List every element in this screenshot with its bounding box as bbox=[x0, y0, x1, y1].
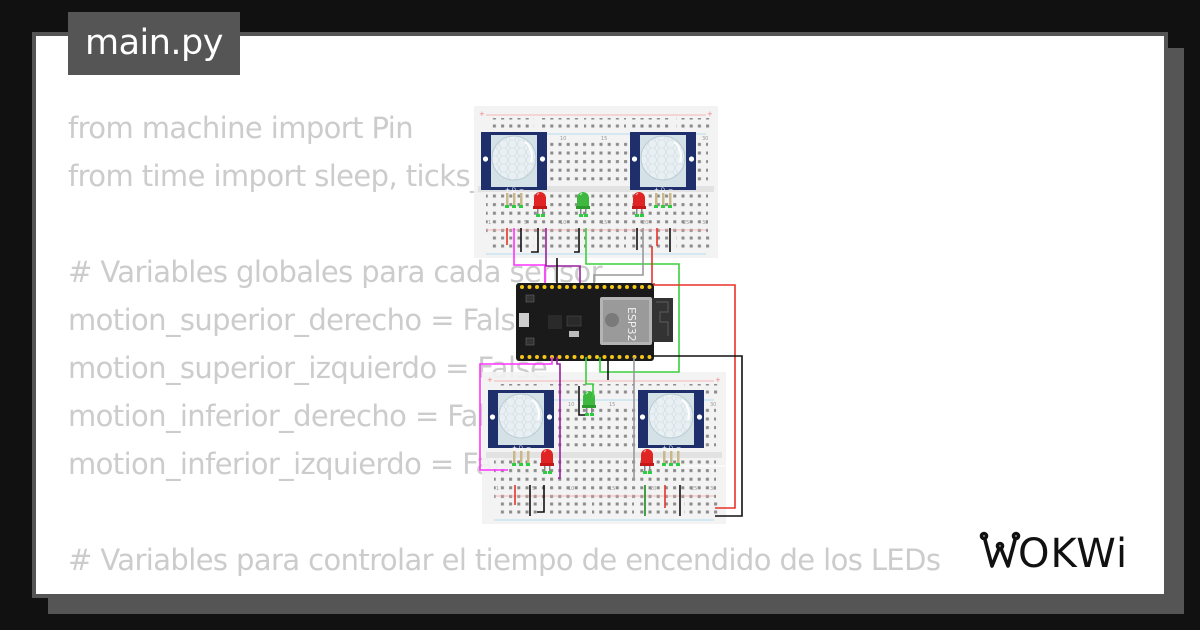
wokwi-logo: OKWi bbox=[979, 531, 1128, 576]
wokwi-logo-text: OKWi bbox=[1018, 531, 1128, 576]
code-line: motion_inferior_derecho = False bbox=[68, 399, 518, 433]
code-line: # Variables globales para cada sensor bbox=[68, 255, 603, 289]
esp32-label: ESP32 bbox=[625, 307, 638, 342]
code-line: from machine import Pin bbox=[68, 111, 414, 145]
esp32-board: ESP32 bbox=[516, 283, 673, 361]
code-line: led_superior_derecho_time = 0 bbox=[68, 584, 940, 594]
file-name-tab: main.py bbox=[68, 12, 240, 75]
code-line: # Variables para controlar el tiempo de … bbox=[68, 543, 941, 577]
